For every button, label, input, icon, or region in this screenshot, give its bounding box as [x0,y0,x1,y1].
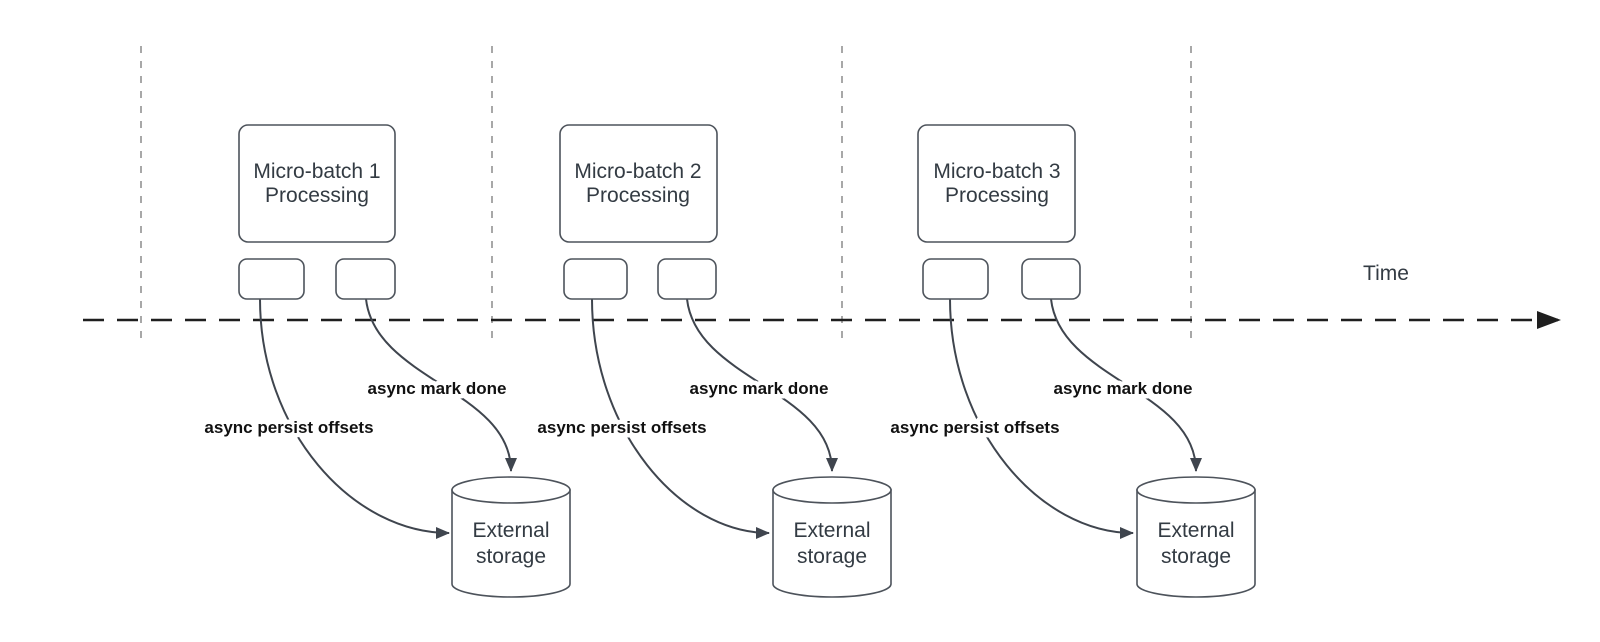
external-storage-label-line1: External [472,519,549,542]
cylinder-body [1136,489,1256,598]
mark-done-arrow [686,298,838,472]
micro-batch-2-group: Micro-batch 2 Processing External storag… [533,124,892,598]
micro-batch-3-title-line1: Micro-batch 3 [933,160,1060,183]
external-storage-cylinder: External storage [451,476,571,598]
mark-done-arrow [365,298,517,472]
persist-offsets-label: async persist offsets [890,418,1059,437]
mark-done-port [1021,258,1081,300]
cylinder-top [451,476,571,504]
micro-batch-1-box [238,124,396,243]
persist-offsets-label: async persist offsets [204,418,373,437]
persist-offsets-port [238,258,305,300]
mark-done-port [335,258,396,300]
mark-done-label: async mark done [690,379,829,398]
external-storage-label-line1: External [793,519,870,542]
micro-batch-2-title-line2: Processing [586,184,690,207]
external-storage-cylinder: External storage [772,476,892,598]
micro-batch-3-title-line2: Processing [945,184,1049,207]
cylinder-body [451,489,571,598]
persist-offsets-arrow [591,298,770,539]
cylinder-top [772,476,892,504]
external-storage-label-line2: storage [476,545,546,568]
external-storage-label-line2: storage [1161,545,1231,568]
cylinder-body [772,489,892,598]
micro-batch-1-title-line1: Micro-batch 1 [253,160,380,183]
persist-offsets-arrow [949,298,1134,539]
mark-done-label: async mark done [1054,379,1193,398]
external-storage-label-line1: External [1157,519,1234,542]
mark-done-label: async mark done [368,379,507,398]
persist-offsets-port [563,258,628,300]
mark-done-port [657,258,717,300]
external-storage-label-line2: storage [797,545,867,568]
time-axis-label: Time [1363,262,1409,285]
micro-batch-3-group: Micro-batch 3 Processing External storag… [886,124,1256,598]
micro-batch-1-title-line2: Processing [265,184,369,207]
micro-batch-2-title-line1: Micro-batch 2 [574,160,701,183]
persist-offsets-arrow [259,298,450,539]
persist-offsets-label: async persist offsets [537,418,706,437]
cylinder-top [1136,476,1256,504]
micro-batch-2-box [559,124,718,243]
external-storage-cylinder: External storage [1136,476,1256,598]
mark-done-arrow [1050,298,1202,472]
micro-batch-1-group: Micro-batch 1 Processing External storag… [200,124,571,598]
persist-offsets-port [922,258,989,300]
micro-batch-3-box [917,124,1076,243]
